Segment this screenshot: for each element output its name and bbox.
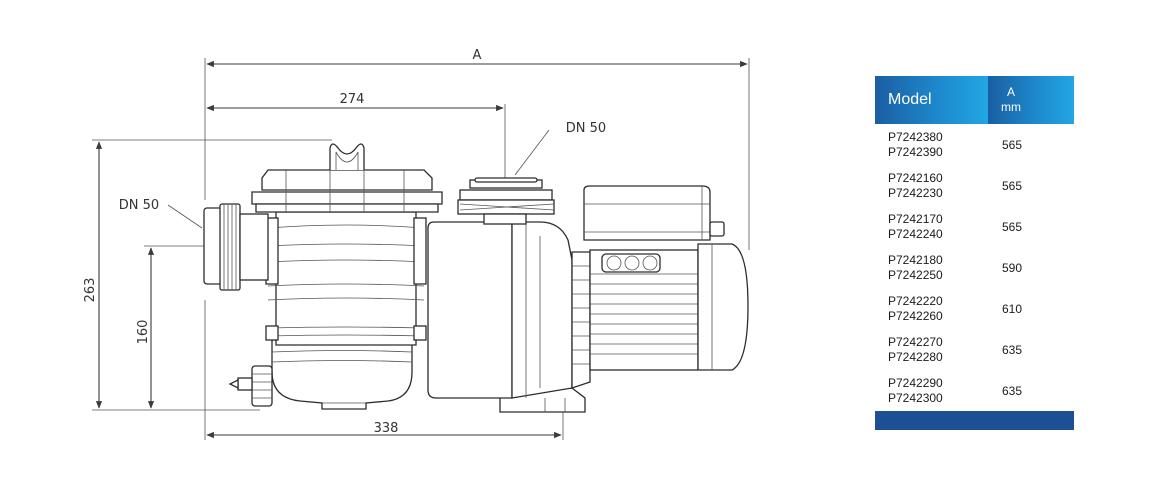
dim-overall-length: A <box>473 48 482 63</box>
table-header-row: Model A mm <box>875 76 1074 124</box>
pump-dimension-drawing: A 274 338 263 160 DN 50 DN 50 <box>83 48 750 440</box>
model-cell: P7242220 P7242260 <box>875 288 988 329</box>
model-number: P7242300 <box>888 390 943 405</box>
dim-base-length: 338 <box>374 421 399 436</box>
model-number: P7242280 <box>888 349 943 364</box>
model-cell: P7242170 P7242240 <box>875 206 988 247</box>
model-number: P7242240 <box>888 226 943 241</box>
model-number: P7242250 <box>888 267 943 282</box>
dimension-a-cell: 590 <box>1002 260 1023 275</box>
model-cell: P7242180 P7242250 <box>875 247 988 288</box>
table-row: P7242180 P7242250 590 <box>875 247 1074 288</box>
model-number: P7242380 <box>888 129 943 144</box>
dimension-a-cell: 635 <box>1002 342 1023 357</box>
table-row: P7242270 P7242280 635 <box>875 329 1074 370</box>
model-cell: P7242290 P7242300 <box>875 370 988 411</box>
dimension-lines <box>92 58 750 440</box>
table-row: P7242290 P7242300 635 <box>875 370 1074 411</box>
pump-outline <box>203 143 749 413</box>
inlet-connection-label: DN 50 <box>119 198 159 213</box>
model-cell: P7242380 P7242390 <box>875 124 988 165</box>
table-row: P7242220 P7242260 610 <box>875 288 1074 329</box>
dimension-a-cell: 565 <box>1002 219 1023 234</box>
outlet-connection-label: DN 50 <box>566 121 606 136</box>
model-number: P7242390 <box>888 144 943 159</box>
header-model: Model <box>875 76 988 124</box>
model-cell: P7242270 P7242280 <box>875 329 988 370</box>
table-row: P7242170 P7242240 565 <box>875 206 1074 247</box>
model-number: P7242160 <box>888 170 943 185</box>
model-dimension-table: Model A mm P7242380 P7242390 565 P724216… <box>875 76 1074 430</box>
dimension-a-cell: 565 <box>1002 178 1023 193</box>
model-number: P7242290 <box>888 375 943 390</box>
model-number: P7242180 <box>888 252 943 267</box>
dim-inlet-offset: 274 <box>340 92 365 107</box>
model-number: P7242260 <box>888 308 943 323</box>
dimension-a-cell: 635 <box>1002 383 1023 398</box>
dim-total-height: 263 <box>83 278 98 303</box>
table-row: P7242160 P7242230 565 <box>875 165 1074 206</box>
table-row: P7242380 P7242390 565 <box>875 124 1074 165</box>
header-dim-label: A <box>1006 85 1015 99</box>
dim-inlet-height: 160 <box>136 320 151 345</box>
header-unit-label: mm <box>1001 100 1021 114</box>
model-cell: P7242160 P7242230 <box>875 165 988 206</box>
model-number: P7242170 <box>888 211 943 226</box>
table-footer-band <box>875 411 1074 430</box>
model-number: P7242220 <box>888 293 943 308</box>
model-number: P7242270 <box>888 334 943 349</box>
header-dimension-a: A mm <box>988 76 1074 124</box>
dimension-a-cell: 610 <box>1002 301 1023 316</box>
model-number: P7242230 <box>888 185 943 200</box>
dimension-a-cell: 565 <box>1002 137 1023 152</box>
